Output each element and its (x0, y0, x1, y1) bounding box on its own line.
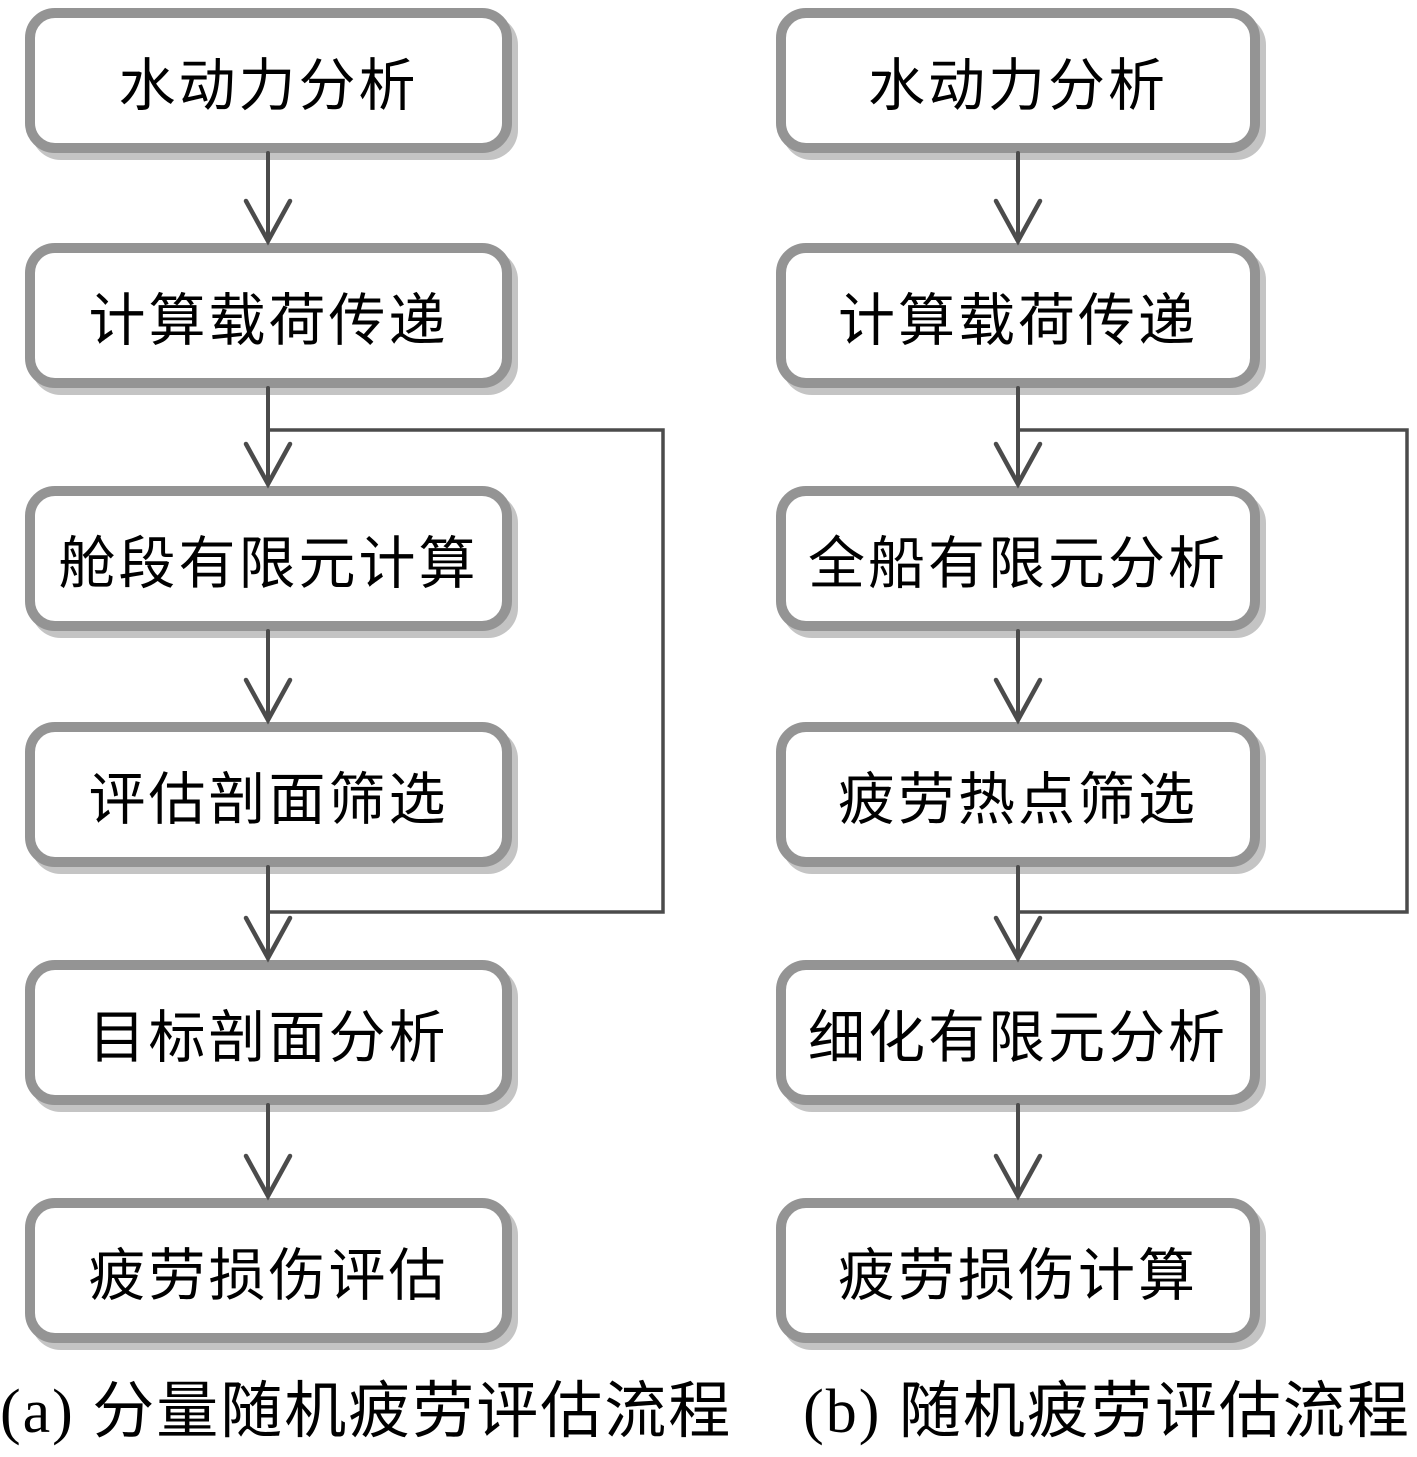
caption-a: (a) 分量随机疲劳评估流程 (0, 1378, 733, 1446)
arrow-a3-a4 (243, 629, 293, 725)
flow-box-b3: 全船有限元分析 (776, 486, 1260, 631)
arrowhead-icon (243, 1153, 293, 1201)
flow-box-b2: 计算载荷传递 (776, 243, 1260, 388)
flow-box-a6: 疲劳损伤评估 (25, 1198, 512, 1343)
arrow-b4-b5 (993, 865, 1043, 963)
arrow-b2-b3 (993, 386, 1043, 489)
arrow-a4-a5 (243, 865, 293, 963)
flow-box-b4: 疲劳热点筛选 (776, 722, 1260, 867)
caption-b: (b) 随机疲劳评估流程 (803, 1378, 1411, 1446)
arrowhead-icon (993, 198, 1043, 246)
flow-box-a2: 计算载荷传递 (25, 243, 512, 388)
flow-box-b6: 疲劳损伤计算 (776, 1198, 1260, 1343)
arrow-a5-a6 (243, 1103, 293, 1201)
flow-box-a3: 舱段有限元计算 (25, 486, 512, 631)
flow-box-b1: 水动力分析 (776, 8, 1260, 153)
arrowhead-icon (993, 441, 1043, 489)
arrowhead-icon (243, 677, 293, 725)
arrowhead-icon (993, 677, 1043, 725)
arrowhead-icon (993, 915, 1043, 963)
arrowhead-icon (243, 441, 293, 489)
arrow-b5-b6 (993, 1103, 1043, 1201)
flow-box-a1: 水动力分析 (25, 8, 512, 153)
arrowhead-icon (993, 1153, 1043, 1201)
arrow-a1-a2 (243, 151, 293, 246)
flow-box-a5: 目标剖面分析 (25, 960, 512, 1105)
flow-box-b5: 细化有限元分析 (776, 960, 1260, 1105)
arrowhead-icon (243, 915, 293, 963)
arrowhead-icon (243, 198, 293, 246)
arrow-a2-a3 (243, 386, 293, 489)
arrow-b1-b2 (993, 151, 1043, 246)
flow-box-a4: 评估剖面筛选 (25, 722, 512, 867)
arrow-b3-b4 (993, 629, 1043, 725)
